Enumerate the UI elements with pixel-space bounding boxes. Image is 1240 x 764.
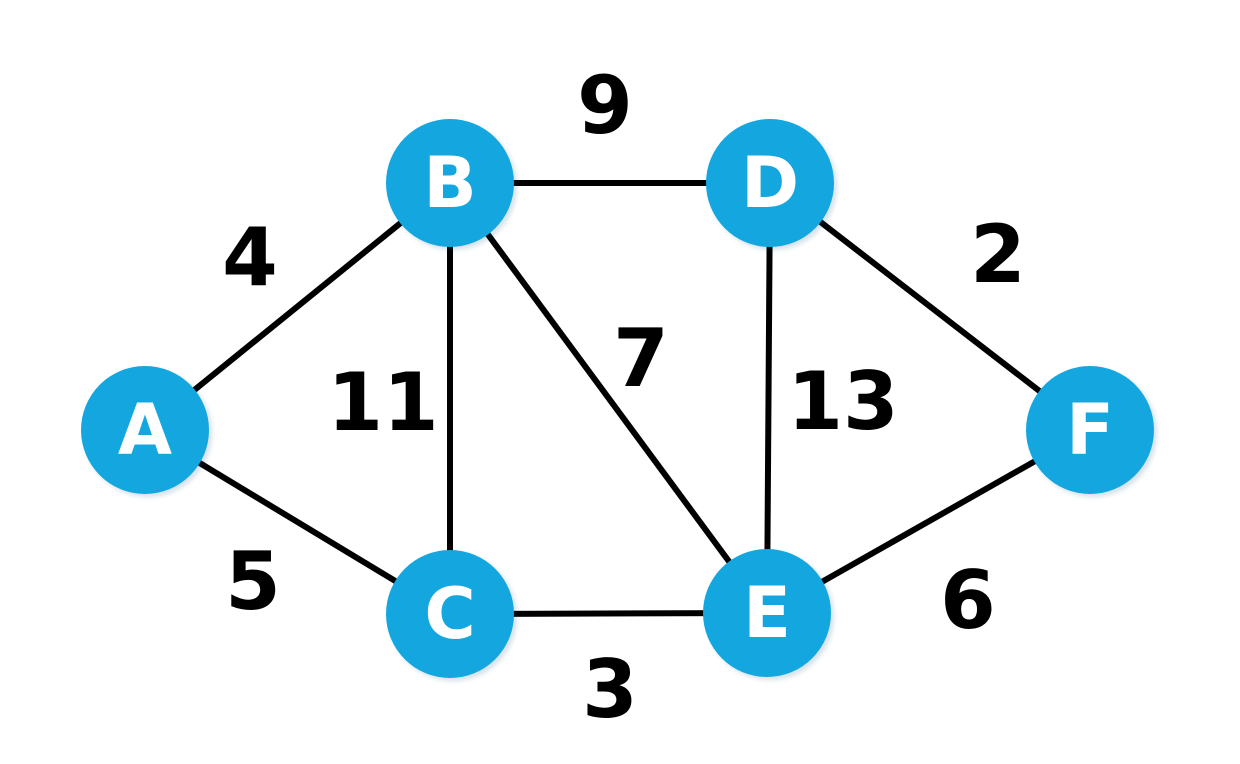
node-label-F: F xyxy=(1066,389,1114,471)
edge-weight-D-F: 2 xyxy=(970,208,1026,301)
edge-weight-B-D: 9 xyxy=(577,59,633,152)
node-A: A xyxy=(81,366,209,494)
edge-D-F xyxy=(768,180,1092,433)
edge-weight-C-E: 3 xyxy=(582,643,638,736)
edge-weight-E-F: 6 xyxy=(940,554,996,647)
edge-weight-A-B: 4 xyxy=(222,211,278,304)
node-label-E: E xyxy=(743,572,791,654)
node-C: C xyxy=(386,550,514,678)
node-label-A: A xyxy=(117,389,173,471)
edge-weight-B-C: 11 xyxy=(327,356,439,449)
node-F: F xyxy=(1026,366,1154,494)
node-B: B xyxy=(386,119,514,247)
node-label-D: D xyxy=(740,142,800,224)
edge-A-B xyxy=(143,180,452,433)
node-label-C: C xyxy=(424,573,476,655)
edge-weight-B-E: 7 xyxy=(613,312,669,405)
node-label-B: B xyxy=(423,142,477,224)
edge-B-E xyxy=(447,181,770,615)
edge-weight-A-C: 5 xyxy=(225,535,281,628)
edge-weight-D-E: 13 xyxy=(787,355,899,448)
edge-D-E xyxy=(764,182,773,614)
node-D: D xyxy=(706,119,834,247)
node-E: E xyxy=(703,549,831,677)
